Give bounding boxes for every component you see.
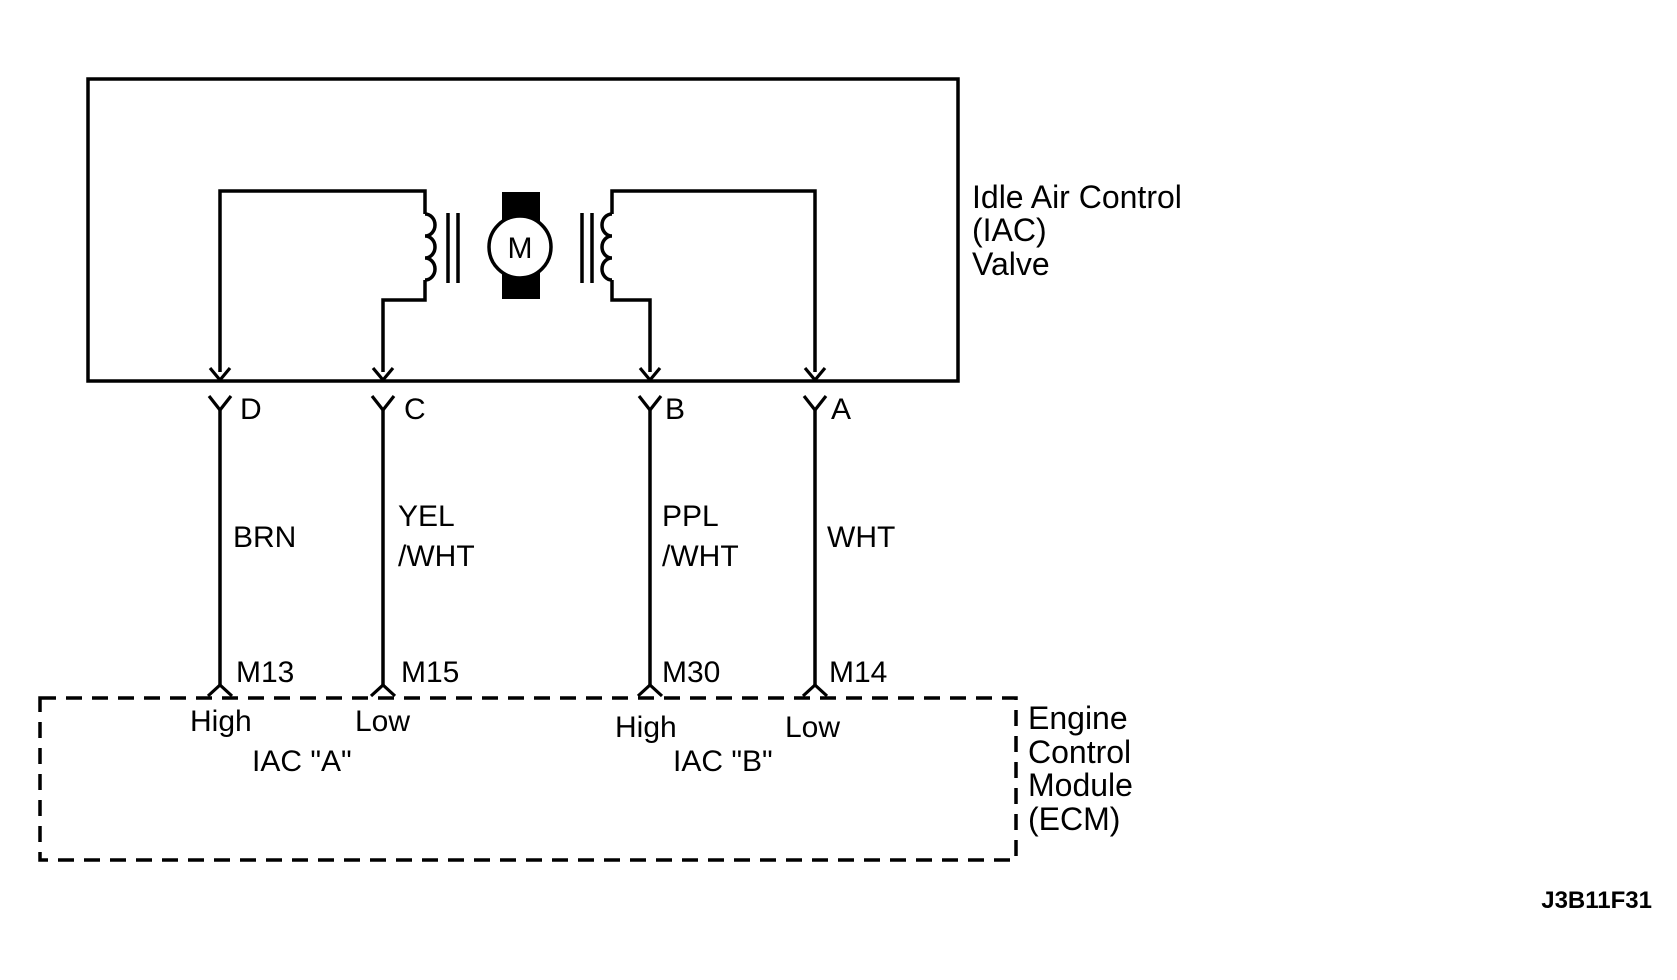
iac-valve-label-line: Idle Air Control — [972, 179, 1182, 215]
motor-label: M — [508, 232, 533, 265]
figure-reference: J3B11F31 — [1541, 887, 1652, 914]
ecm-terminal-m13: M13 — [236, 656, 294, 689]
ecm-label-line: (ECM) — [1028, 801, 1120, 837]
right-coil-wiring — [610, 189, 817, 372]
wire-color-line: WHT — [827, 521, 895, 554]
pin-a-receptacle — [803, 366, 827, 383]
wire-color-line: /WHT — [398, 540, 475, 573]
ecm-function-m15: Low — [355, 705, 410, 738]
pin-letter-d: D — [240, 393, 262, 426]
pin-b-receptacle — [638, 366, 662, 383]
iac-circuit-a-label: IAC "A" — [252, 745, 352, 778]
pin-d-plug — [207, 395, 233, 413]
ecm-function-m13: High — [190, 705, 252, 738]
ecm-label-line: Module — [1028, 767, 1133, 803]
pin-c-receptacle — [371, 366, 395, 383]
wire-color-line: PPL — [662, 500, 718, 533]
iac-valve-label: Idle Air Control (IAC) Valve — [972, 179, 1191, 282]
wire-color-line: YEL — [398, 500, 454, 533]
motor-icon: M — [487, 192, 553, 299]
wire-color-label-d: BRN — [233, 521, 296, 554]
ecm-function-m14: Low — [785, 711, 840, 744]
wire-color-label-a: WHT — [827, 521, 895, 554]
ecm-label-line: Control — [1028, 734, 1131, 770]
ecm-housing — [38, 696, 1018, 862]
wire-color-line: /WHT — [662, 540, 739, 573]
wire-color-label-c: YEL /WHT — [398, 500, 475, 573]
harness-wires — [218, 410, 817, 685]
right-coil-icon — [580, 212, 613, 283]
pin-a-plug — [802, 395, 828, 413]
ecm-terminal-m15: M15 — [401, 656, 459, 689]
ecm-function-m30: High — [615, 711, 677, 744]
wire-color-line: BRN — [233, 521, 296, 554]
pin-letter-b: B — [665, 393, 685, 426]
iac-circuit-b-label: IAC "B" — [673, 745, 773, 778]
ecm-terminals — [206, 682, 829, 698]
ecm-terminal-m14: M14 — [829, 656, 887, 689]
ecm-terminal-m30: M30 — [662, 656, 720, 689]
valve-connector-pins — [207, 366, 828, 413]
ecm-label-line: Engine — [1028, 700, 1128, 736]
pin-letter-c: C — [404, 393, 426, 426]
left-coil-wiring — [218, 189, 427, 372]
iac-valve-housing — [86, 77, 960, 383]
iac-valve-label-line: Valve — [972, 246, 1050, 282]
pin-b-plug — [637, 395, 663, 413]
left-coil-icon — [424, 212, 460, 283]
wire-color-label-b: PPL /WHT — [662, 500, 739, 573]
pin-c-plug — [370, 395, 396, 413]
pin-d-receptacle — [208, 366, 232, 383]
pin-letter-a: A — [831, 393, 851, 426]
iac-valve-label-line: (IAC) — [972, 212, 1047, 248]
ecm-label: Engine Control Module (ECM) — [1028, 700, 1142, 837]
